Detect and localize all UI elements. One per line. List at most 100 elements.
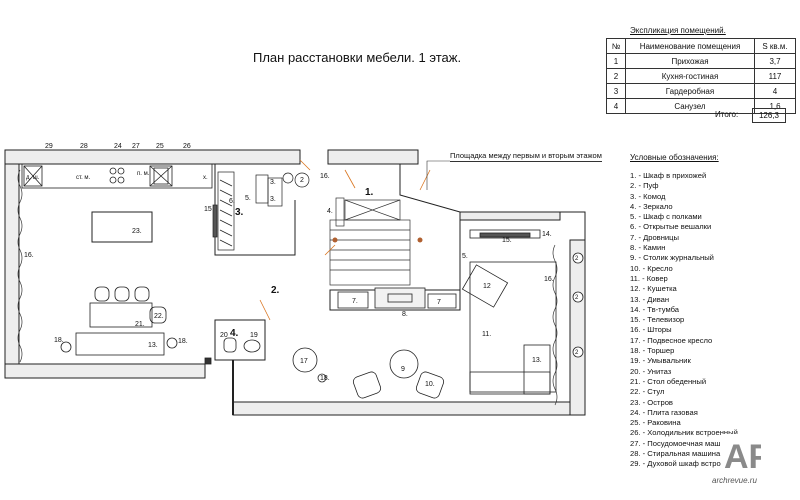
legend-item: 6. - Открытые вешалки bbox=[630, 222, 712, 232]
legend-item: 25. - Раковина bbox=[630, 418, 681, 428]
number-label: 26 bbox=[183, 143, 191, 150]
legend-item: 10. - Кресло bbox=[630, 263, 673, 273]
number-label: 12 bbox=[483, 283, 491, 290]
legend-item: 19. - Умывальник bbox=[630, 356, 691, 366]
hall-wardrobe bbox=[344, 199, 401, 221]
wardrobe-furniture bbox=[212, 171, 310, 251]
number-label: 13. bbox=[148, 342, 158, 349]
total-value: 126,3 bbox=[752, 108, 786, 123]
room-label: 1. bbox=[365, 187, 374, 198]
number-label: 17 bbox=[300, 358, 308, 365]
open-hanger bbox=[217, 171, 235, 251]
post bbox=[417, 237, 423, 243]
walls bbox=[4, 149, 586, 416]
burner bbox=[109, 176, 117, 184]
woodpile bbox=[427, 293, 457, 309]
post bbox=[332, 237, 338, 243]
logo-text: АР bbox=[724, 438, 761, 474]
callout-leader bbox=[426, 160, 450, 190]
fireplace bbox=[374, 287, 426, 309]
legend-item: 11. - Ковер bbox=[630, 273, 668, 283]
legend-item: 22. - Стул bbox=[630, 387, 665, 397]
legend-item: 20. - Унитаз bbox=[630, 366, 672, 376]
chair bbox=[94, 286, 110, 302]
door-line bbox=[344, 169, 356, 189]
oven bbox=[23, 165, 43, 187]
number-label: 7 bbox=[437, 299, 441, 306]
door-line bbox=[299, 159, 311, 171]
number-label: 18. bbox=[54, 337, 64, 344]
appliance-label: ст. м. bbox=[76, 175, 91, 181]
armchair bbox=[415, 371, 445, 399]
dining-set bbox=[60, 286, 178, 356]
number-label: 9 bbox=[401, 366, 405, 373]
legend-item: 7. - Дровницы bbox=[630, 232, 679, 242]
marker-label: 2 bbox=[575, 350, 579, 356]
dining-table bbox=[89, 302, 153, 328]
number-label: 24 bbox=[114, 143, 122, 150]
number-label: 28 bbox=[80, 143, 88, 150]
sofa bbox=[469, 371, 551, 395]
legend-item: 26. - Холодильник встроенный bbox=[630, 428, 738, 438]
legend-item: 29. - Духовой шкаф встроенный bbox=[630, 459, 744, 469]
number-label: 5. bbox=[462, 253, 468, 260]
number-label: 6. bbox=[229, 198, 235, 205]
oven-cross bbox=[23, 165, 43, 187]
burner bbox=[109, 167, 117, 175]
legend-title: Условные обозначения: bbox=[630, 153, 719, 162]
marker-2 bbox=[572, 291, 584, 303]
number-label: 8. bbox=[402, 311, 408, 318]
legend-item: 21. - Стол обеденный bbox=[630, 376, 707, 386]
tv-stand bbox=[469, 229, 541, 239]
site-link[interactable]: archrevue.ru bbox=[712, 476, 757, 485]
legend-item: 9. - Столик журнальный bbox=[630, 253, 714, 263]
cell: 4 bbox=[606, 98, 626, 114]
door-line bbox=[259, 299, 271, 321]
legend-item: 4. - Зеркало bbox=[630, 201, 673, 211]
pouf bbox=[294, 172, 310, 188]
woodpile bbox=[337, 291, 369, 309]
tv bbox=[479, 232, 531, 238]
appliance-label: д. ш. bbox=[26, 175, 40, 181]
number-label: 3. bbox=[270, 179, 276, 186]
north-wall-right bbox=[327, 149, 419, 165]
floor-lamp bbox=[317, 373, 327, 383]
fridge bbox=[149, 165, 173, 187]
logo-icon: АР bbox=[721, 434, 761, 474]
number-label: 20 bbox=[220, 332, 228, 339]
legend-item: 18. - Торшер bbox=[630, 346, 675, 356]
legend-item: 28. - Стиральная машина bbox=[630, 449, 721, 459]
burner bbox=[117, 176, 125, 184]
floor-lamp bbox=[166, 337, 178, 349]
south-wall-left bbox=[4, 363, 206, 379]
marker-2 bbox=[572, 252, 584, 264]
legend-item: 5. - Шкаф с полками bbox=[630, 212, 702, 222]
number-label: 13. bbox=[532, 357, 542, 364]
legend-item: 1. - Шкаф в прихожей bbox=[630, 171, 707, 180]
bathroom bbox=[204, 337, 261, 365]
number-label: 2 bbox=[300, 177, 304, 184]
number-label: 4. bbox=[327, 208, 333, 215]
sofa-section bbox=[523, 344, 551, 395]
marker-2 bbox=[572, 346, 584, 358]
chair bbox=[114, 286, 130, 302]
stair-treads bbox=[330, 229, 410, 271]
door-swings bbox=[259, 159, 431, 321]
legend-item: 24. - Плита газовая bbox=[630, 407, 698, 417]
legend-item: 15. - Телевизор bbox=[630, 315, 685, 325]
armchair bbox=[352, 371, 382, 399]
number-label: 16. bbox=[320, 173, 330, 180]
hall-wardrobe-cross bbox=[344, 199, 401, 221]
markers bbox=[572, 252, 584, 358]
number-label: 10. bbox=[425, 381, 435, 388]
staircase bbox=[329, 197, 423, 286]
room-label: 4. bbox=[230, 328, 239, 339]
legend-item: 2. - Пуф bbox=[630, 181, 659, 191]
total-label: Итого: bbox=[715, 110, 739, 119]
legend-item: 16. - Шторы bbox=[630, 325, 672, 335]
legend-item: 17. - Подвесное кресло bbox=[630, 335, 713, 345]
hanger-lines bbox=[219, 179, 233, 247]
shelf-cabinet bbox=[255, 174, 269, 204]
